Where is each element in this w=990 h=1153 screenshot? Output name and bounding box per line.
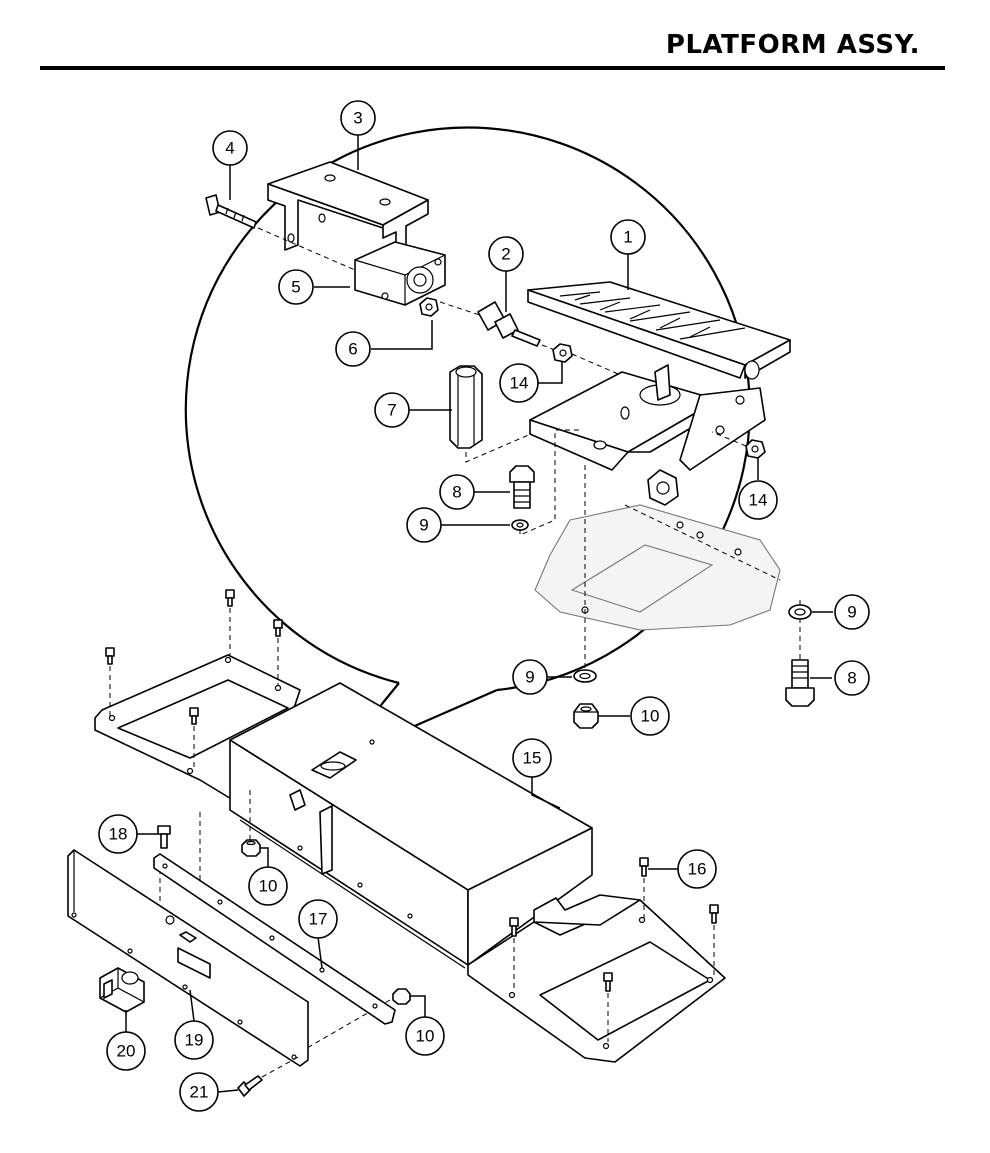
callout-5: 5 xyxy=(278,269,314,305)
callout-3: 3 xyxy=(340,100,376,136)
callout-17: 17 xyxy=(298,899,338,939)
svg-text:14: 14 xyxy=(749,491,768,510)
centerline-plate xyxy=(624,504,781,581)
svg-text:8: 8 xyxy=(847,669,856,688)
svg-text:16: 16 xyxy=(688,860,707,879)
washer-9-lower-part xyxy=(573,669,597,683)
callout-10-middle: 10 xyxy=(248,866,288,906)
callout-19: 19 xyxy=(174,1020,214,1060)
callout-10-lower: 10 xyxy=(405,1016,445,1056)
svg-text:4: 4 xyxy=(225,139,234,158)
screw-18-part xyxy=(157,825,171,849)
svg-text:1: 1 xyxy=(623,228,632,247)
callout-1: 1 xyxy=(610,219,646,255)
long-bolt-part xyxy=(205,194,356,271)
pivot-block-part xyxy=(354,241,446,306)
svg-text:10: 10 xyxy=(416,1027,435,1046)
callout-9-right: 9 xyxy=(834,594,870,630)
nut-14-right-part xyxy=(711,431,766,459)
callout-20: 20 xyxy=(106,1031,146,1071)
washer-9-upper-part xyxy=(511,519,529,531)
svg-text:9: 9 xyxy=(847,603,856,622)
main-housing-part xyxy=(229,682,593,969)
svg-text:19: 19 xyxy=(185,1031,204,1050)
bracket-part xyxy=(267,161,429,251)
right-base-plate-part xyxy=(467,894,726,1063)
callout-7: 7 xyxy=(374,392,410,428)
svg-text:21: 21 xyxy=(190,1083,209,1102)
callout-4: 4 xyxy=(212,130,248,166)
lock-nut-10-middle-part xyxy=(241,839,261,857)
screws-left-plate-part xyxy=(105,589,283,770)
mounting-plate-ghost xyxy=(534,504,781,631)
callout-10-detail: 10 xyxy=(630,696,670,736)
callout-14-upper: 14 xyxy=(499,363,539,403)
callout-6: 6 xyxy=(335,331,371,367)
svg-text:17: 17 xyxy=(309,910,328,929)
callout-18: 18 xyxy=(98,814,138,854)
lock-nut-10-lower-part xyxy=(392,988,411,1005)
callout-21: 21 xyxy=(179,1072,219,1112)
callout-8-right: 8 xyxy=(834,660,870,696)
nut-6-part xyxy=(419,297,511,326)
front-panel-part xyxy=(67,849,309,1067)
screw-21-part xyxy=(237,1055,301,1097)
pedal-assembly-part xyxy=(527,281,791,506)
bolt-8-right-part xyxy=(785,659,815,707)
svg-text:14: 14 xyxy=(510,374,529,393)
leader-lines xyxy=(125,135,833,1093)
washer-9-right-part xyxy=(788,604,812,620)
svg-text:15: 15 xyxy=(523,749,542,768)
stud-part xyxy=(477,301,561,353)
svg-text:20: 20 xyxy=(117,1042,136,1061)
svg-text:2: 2 xyxy=(501,245,510,264)
bolt-8-upper-part xyxy=(509,465,535,509)
mounting-strip-part xyxy=(153,853,396,1025)
svg-text:9: 9 xyxy=(419,516,428,535)
screws-16-part xyxy=(509,857,719,1042)
callout-9-upper: 9 xyxy=(406,507,442,543)
centerline-panel-box xyxy=(159,790,391,1053)
svg-text:6: 6 xyxy=(348,340,357,359)
latch-part xyxy=(99,967,145,1013)
callout-15: 15 xyxy=(512,738,552,778)
page-title: PLATFORM ASSY. xyxy=(665,30,920,60)
callout-14-right: 14 xyxy=(738,480,778,520)
svg-text:9: 9 xyxy=(525,668,534,687)
callout-9-lower: 9 xyxy=(512,659,548,695)
svg-text:3: 3 xyxy=(353,109,362,128)
title-rule xyxy=(40,66,945,70)
spacer-tube-part xyxy=(449,365,541,463)
svg-text:5: 5 xyxy=(291,278,300,297)
svg-text:10: 10 xyxy=(259,877,278,896)
svg-text:8: 8 xyxy=(452,483,461,502)
svg-text:18: 18 xyxy=(109,825,128,844)
lock-nut-10-detail-part xyxy=(573,703,599,729)
svg-text:10: 10 xyxy=(641,707,660,726)
callout-16: 16 xyxy=(677,849,717,889)
svg-text:7: 7 xyxy=(387,401,396,420)
callout-8-upper: 8 xyxy=(439,474,475,510)
callout-2: 2 xyxy=(488,236,524,272)
